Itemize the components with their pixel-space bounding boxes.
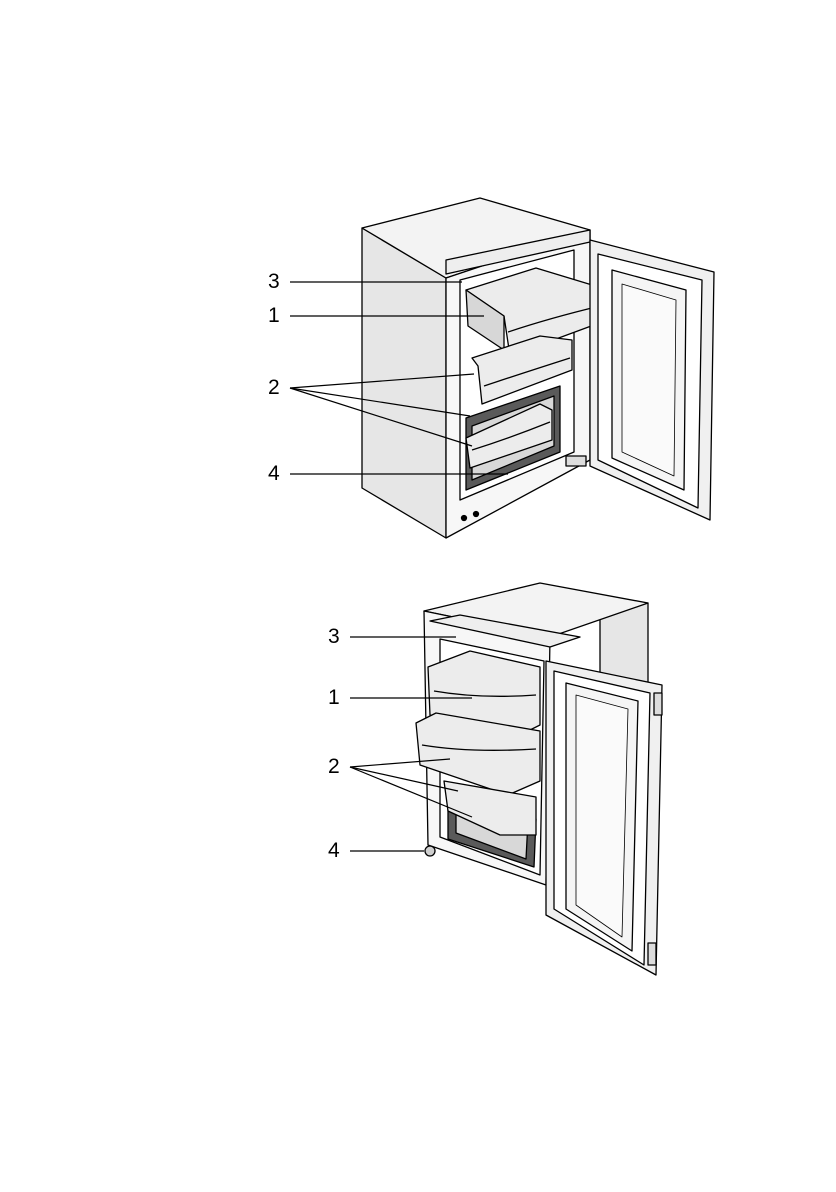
callout-4: 4	[328, 840, 340, 861]
callout-4: 4	[268, 463, 280, 484]
callout-2: 2	[328, 756, 340, 777]
callout-1: 1	[328, 687, 340, 708]
freezer-illustration-2	[0, 575, 836, 995]
callout-3: 3	[268, 271, 280, 292]
freezer-diagram-1: 3 1 2 4	[0, 190, 836, 550]
freezer-illustration-1	[0, 190, 836, 550]
freezer-diagram-2: 3 1 2 4	[0, 575, 836, 995]
callout-3: 3	[328, 626, 340, 647]
callout-2: 2	[268, 377, 280, 398]
callout-1: 1	[268, 305, 280, 326]
